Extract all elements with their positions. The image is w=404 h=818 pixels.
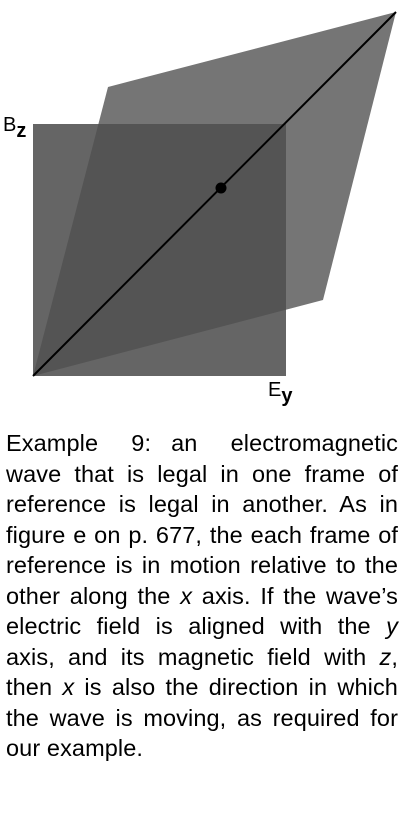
caption-text-1: an electromagnetic wave that is legal in… bbox=[6, 430, 399, 609]
caption-text-5: is also the direction in which the wave … bbox=[6, 674, 398, 761]
caption-lead: Example 9: bbox=[6, 430, 152, 456]
ey-label-main: E bbox=[268, 379, 281, 401]
propagation-line bbox=[32, 11, 397, 377]
figure-caption: Example 9:an electromagnetic wave that i… bbox=[6, 428, 398, 764]
caption-text-4: , then bbox=[6, 643, 398, 701]
caption-var-x-2: x bbox=[62, 674, 75, 700]
ey-label-sub: y bbox=[281, 385, 293, 407]
caption-text-2: axis. If the wave’s electric field is al… bbox=[6, 582, 398, 640]
center-dot bbox=[215, 182, 227, 194]
bz-label-sub: z bbox=[16, 120, 26, 142]
caption-var-x: x bbox=[180, 582, 193, 609]
ey-label: Ey bbox=[268, 379, 293, 407]
bz-label: Bz bbox=[3, 114, 26, 142]
wave-diagram: Bz Ey bbox=[3, 11, 397, 407]
caption-var-y: y bbox=[386, 613, 398, 639]
caption-text-3: axis, and its magnetic field with bbox=[6, 643, 380, 670]
bz-label-main: B bbox=[3, 114, 16, 136]
caption-var-z: z bbox=[379, 643, 392, 670]
